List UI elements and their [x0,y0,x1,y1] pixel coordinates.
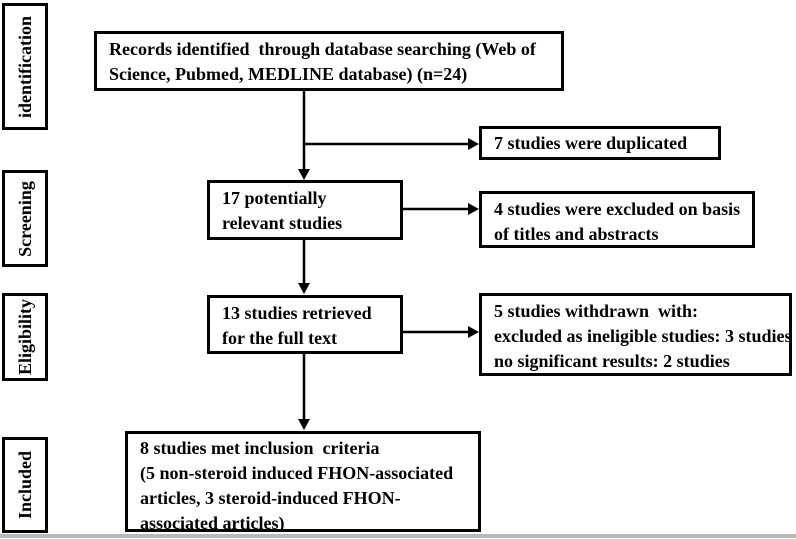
potentially-relevant-box: 17 potentially relevant studies [207,180,403,240]
inclusion-criteria-box: 8 studies met inclusion criteria (5 non-… [125,431,481,532]
stage-label-screening: Screening [15,180,36,257]
box-text-line: relevant studies [222,213,343,233]
arrowhead-down-relevant [298,169,310,180]
arrowhead-down-included [298,419,310,430]
arrowhead-right-withdrawn [468,326,479,338]
arrowhead-right-excluded [468,203,479,215]
box-text-line: Records identified through database sear… [109,39,536,59]
box-text-line: 7 studies were duplicated [494,133,688,153]
stage-box-screening: Screening [2,170,48,267]
stage-label-eligibility: Eligibility [15,298,35,376]
stage-label-identification: identification [15,15,35,118]
box-text-line: associated articles) [140,513,285,532]
studies-excluded-box: 4 studies were excluded on basis of titl… [479,191,755,248]
box-text-line: for the full text [222,328,338,348]
arrowhead-right-duplicated [468,138,479,150]
box-text-line: excluded as ineligible studies: 3 studie… [494,326,792,346]
box-text-line: 17 potentially [222,188,327,208]
box-text-line: (5 non-steroid induced FHON-associated [140,463,454,483]
stage-box-identification: identification [2,3,48,130]
figure-bottom-edge [0,534,796,538]
box-text-line: 13 studies retrieved [222,303,372,323]
box-text-line: 4 studies were excluded on basis [494,199,741,219]
stage-label-included: Included [15,450,35,520]
studies-duplicated-box: 7 studies were duplicated [479,126,721,160]
box-text-line: no significant results: 2 studies [494,351,730,371]
stage-box-included: Included [2,437,48,533]
fulltext-retrieved-box: 13 studies retrieved for the full text [207,295,403,354]
box-text-line: articles, 3 steroid-induced FHON- [140,488,401,508]
box-text-line: Science, Pubmed, MEDLINE database) (n=24… [109,64,468,84]
arrowhead-down-fulltext [298,283,310,294]
box-text-line: of titles and abstracts [494,224,659,244]
records-identified-box: Records identified through database sear… [94,31,564,91]
box-text-line: 8 studies met inclusion criteria [140,438,380,458]
box-text-line: 5 studies withdrawn with: [494,301,699,321]
studies-withdrawn-box: 5 studies withdrawn with: excluded as in… [479,293,792,376]
stage-box-eligibility: Eligibility [2,293,48,381]
